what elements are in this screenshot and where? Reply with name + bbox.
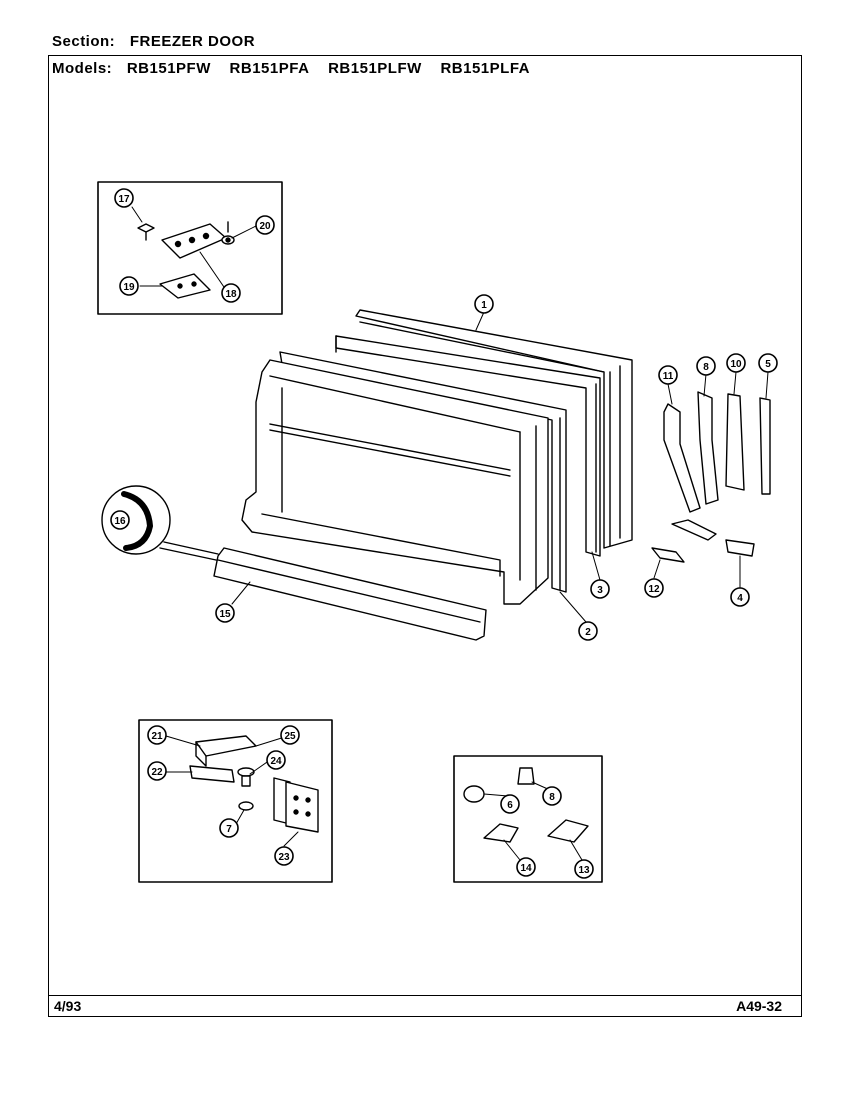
model-number: RB151PLFW [328, 60, 422, 77]
svg-text:15: 15 [219, 609, 231, 620]
svg-text:8: 8 [549, 792, 555, 803]
callout-20: 20 [255, 215, 275, 235]
footer-divider [48, 995, 802, 996]
door-trim-bar [213, 547, 487, 641]
callout-24: 24 [266, 750, 286, 770]
svg-text:24: 24 [270, 756, 282, 767]
svg-text:13: 13 [578, 865, 590, 876]
footer-date: 4/93 [54, 998, 82, 1014]
svg-text:20: 20 [259, 221, 271, 232]
footer-page-code: A49-32 [736, 998, 782, 1014]
callout-8-box: 8 [542, 786, 562, 806]
callout-13: 13 [574, 859, 594, 879]
svg-text:11: 11 [663, 371, 674, 382]
callout-25: 25 [280, 725, 300, 745]
svg-text:18: 18 [225, 289, 237, 300]
svg-text:8: 8 [703, 362, 709, 373]
callout-6: 6 [500, 794, 520, 814]
section-value: FREEZER DOOR [129, 33, 256, 50]
svg-text:22: 22 [151, 767, 163, 778]
callout-8-arm: 8 [696, 356, 716, 376]
section-label: Section: [52, 33, 116, 50]
callout-labels: 1 2 3 4 5 6 7 8 8 10 11 12 13 14 15 16 1… [110, 188, 778, 879]
svg-text:23: 23 [278, 852, 290, 863]
bottom-hinge-illustration [189, 735, 319, 833]
svg-text:4: 4 [737, 593, 743, 604]
svg-text:3: 3 [597, 585, 603, 596]
svg-text:19: 19 [123, 282, 135, 293]
callout-3: 3 [590, 579, 610, 599]
callout-18: 18 [221, 283, 241, 303]
callout-11: 11 [658, 365, 678, 385]
model-number: RB151PFW [126, 60, 211, 77]
svg-text:21: 21 [151, 731, 163, 742]
models-heading: Models: RB151PFW RB151PFA RB151PLFW RB15… [52, 60, 544, 77]
inset-box-misc-parts [453, 755, 603, 883]
callout-5: 5 [758, 353, 778, 373]
callout-14: 14 [516, 857, 536, 877]
svg-text:1: 1 [481, 300, 487, 311]
svg-text:17: 17 [118, 194, 130, 205]
svg-text:5: 5 [765, 359, 771, 370]
door-stop-parts [651, 391, 771, 563]
callout-21: 21 [147, 725, 167, 745]
diagram-frame [48, 55, 802, 1017]
callout-16: 16 [110, 510, 130, 530]
callout-22: 22 [147, 761, 167, 781]
svg-text:6: 6 [507, 800, 513, 811]
trim-detail-magnifier [101, 485, 219, 561]
callout-12: 12 [644, 578, 664, 598]
misc-parts-illustration [463, 767, 589, 843]
svg-text:12: 12 [648, 584, 660, 595]
svg-text:25: 25 [284, 731, 296, 742]
hinge-plate-illustration [137, 221, 235, 299]
model-number: RB151PFA [229, 60, 310, 77]
svg-text:10: 10 [730, 359, 742, 370]
door-gasket-frame [335, 335, 601, 557]
callout-15: 15 [215, 603, 235, 623]
inset-box-top-hinge [97, 181, 283, 315]
callout-23: 23 [274, 846, 294, 866]
svg-text:14: 14 [520, 863, 532, 874]
model-number: RB151PLFA [440, 60, 530, 77]
callout-17: 17 [114, 188, 134, 208]
svg-text:2: 2 [585, 627, 591, 638]
models-label: Models: [52, 60, 113, 77]
callout-7: 7 [219, 818, 239, 838]
svg-text:7: 7 [226, 824, 232, 835]
svg-text:16: 16 [114, 516, 126, 527]
door-outer-panel [355, 309, 633, 549]
callout-19: 19 [119, 276, 139, 296]
callout-10: 10 [726, 353, 746, 373]
inset-box-bottom-hinge [138, 719, 333, 883]
section-heading: Section: FREEZER DOOR [52, 33, 269, 50]
callout-1: 1 [474, 294, 494, 314]
callout-2: 2 [578, 621, 598, 641]
door-liner-shelf [241, 359, 549, 605]
callout-4: 4 [730, 587, 750, 607]
